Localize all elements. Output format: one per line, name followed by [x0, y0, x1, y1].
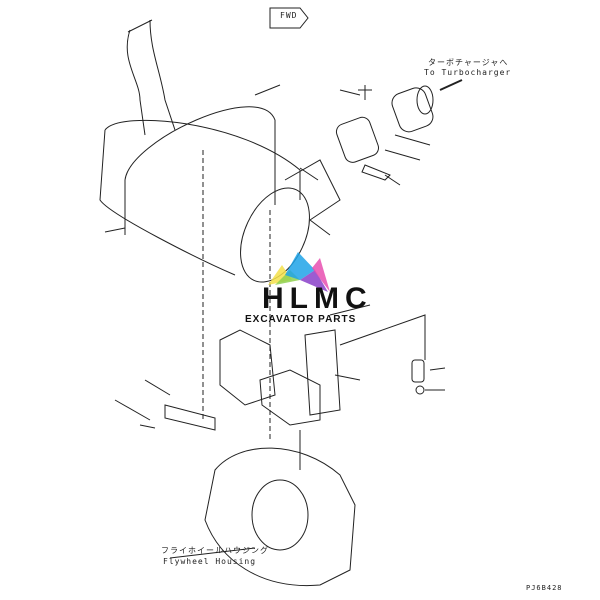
muffler: [99, 119, 341, 283]
fwd-label: FWD: [280, 11, 298, 20]
flywheel-label-jp: フライホイールハウジング: [161, 546, 269, 555]
fwd-sign: [269, 7, 309, 29]
turbo-label-jp: ターボチャージャへ: [428, 58, 509, 67]
brackets: [139, 329, 341, 431]
flywheel-label-en: Flywheel Housing: [163, 557, 257, 566]
watermark-subtitle: EXCAVATOR PARTS: [245, 314, 357, 325]
watermark-title: HLMC: [262, 282, 373, 315]
connector-pipe: [335, 85, 434, 181]
flywheel-housing: [169, 430, 356, 587]
drawing-code: PJ6B428: [526, 584, 563, 592]
exhaust-pipe: [126, 19, 176, 136]
u-bolt: [124, 106, 276, 235]
turbo-label-en: To Turbocharger: [424, 68, 512, 77]
